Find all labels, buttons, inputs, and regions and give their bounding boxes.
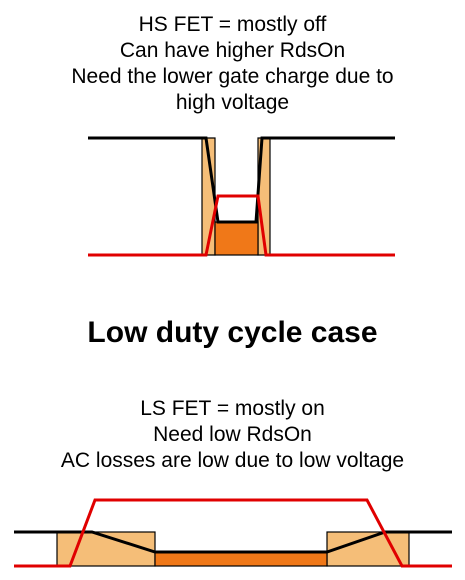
ls-conduction-loss-region [154,551,328,567]
hs-fet-description: HS FET = mostly off Can have higher RdsO… [0,12,465,116]
ls-line-1: LS FET = mostly on [140,397,325,420]
hs-conduction-loss-region [214,221,259,256]
hs-current-trace [88,194,395,257]
ls-current-trace [14,498,452,568]
ls-line-2: Need low RdsOn [153,423,312,446]
hs-line-2: Can have higher RdsOn [119,39,346,62]
ls-line-3: AC losses are low due to low voltage [60,449,405,472]
page-title: Low duty cycle case [87,316,378,349]
ls-fet-waveform-diagram [14,498,452,568]
hs-fet-waveform-diagram [88,136,395,257]
hs-line-4: high voltage [175,91,290,114]
hs-line-1: HS FET = mostly off [138,13,327,36]
hs-voltage-trace [88,136,395,224]
ls-voltage-trace [14,530,452,554]
ls-fet-description: LS FET = mostly on Need low RdsOn AC los… [0,396,465,474]
hs-line-3: Need the lower gate charge due to [71,65,394,88]
